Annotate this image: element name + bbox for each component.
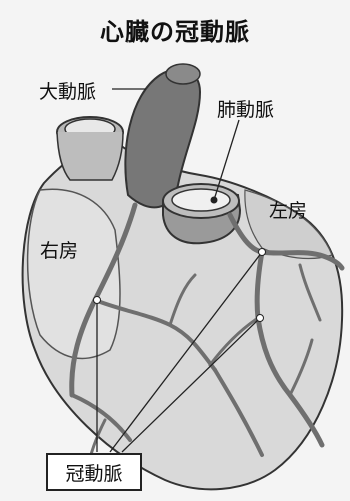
label-coronary-artery: 冠動脈: [46, 453, 142, 491]
label-left-atrium: 左房: [269, 196, 307, 223]
label-right-atrium: 右房: [40, 236, 78, 263]
label-pulmonary-artery: 肺動脈: [217, 95, 274, 122]
label-aorta: 大動脈: [39, 77, 96, 104]
